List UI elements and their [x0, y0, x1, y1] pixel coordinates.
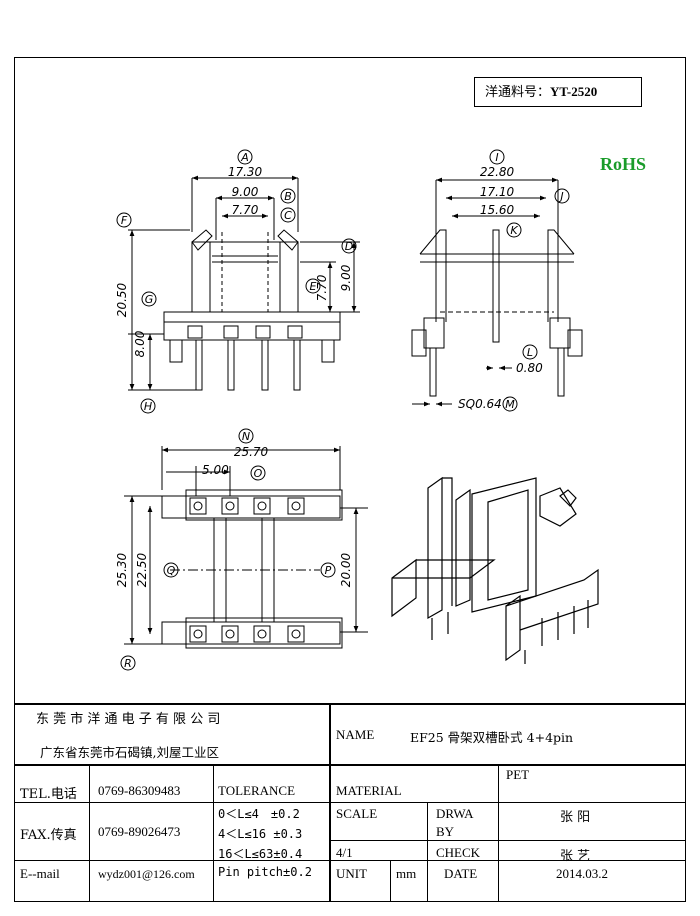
marker-N: N	[238, 428, 254, 444]
dim-Q-a: 25.30	[115, 552, 129, 587]
dim-Q-b: 22.50	[135, 552, 149, 587]
svg-text:J: J	[558, 190, 563, 203]
tolerance-label: TOLERANCE	[218, 783, 296, 798]
dim-B: 9.00	[232, 185, 259, 199]
dim-L: 0.80	[516, 361, 543, 375]
drawn-value: 张 阳	[560, 810, 591, 825]
marker-D: D	[341, 238, 357, 254]
scale-label: SCALE	[336, 806, 378, 821]
marker-P: P	[320, 562, 336, 578]
drawn-label-1: DRWA	[436, 806, 474, 821]
marker-C: C	[280, 207, 296, 223]
part-number-box: 洋通料号：YT-2520	[474, 77, 642, 107]
marker-A: A	[237, 149, 253, 165]
marker-B: B	[280, 188, 296, 204]
front-view	[128, 175, 360, 391]
marker-L: L	[522, 344, 538, 360]
unit-value: mm	[396, 866, 417, 881]
svg-text:O: O	[254, 467, 263, 480]
marker-R: R	[120, 655, 136, 671]
svg-text:C: C	[284, 209, 292, 222]
tolerance-row-3: 16＜L≤63±0.4	[218, 847, 303, 861]
date-value: 2014.03.2	[556, 866, 608, 881]
marker-K: K	[506, 222, 522, 238]
email-value: wydz001@126.com	[98, 867, 195, 881]
date-label: DATE	[444, 866, 478, 881]
svg-text:D: D	[345, 240, 353, 253]
tolerance-row-4: Pin pitch±0.2	[218, 865, 312, 879]
marker-I: I	[489, 149, 505, 165]
dim-G: 8.00	[133, 330, 147, 357]
dim-J: 17.10	[480, 185, 515, 199]
svg-text:P: P	[325, 564, 332, 577]
name-label: NAME	[336, 727, 375, 742]
bottom-view	[124, 446, 368, 649]
pin-holes-bottom	[189, 625, 305, 643]
dim-I: 22.80	[480, 165, 515, 179]
dim-F: 20.50	[115, 282, 129, 317]
email-label: E--mail	[20, 866, 60, 881]
dim-O: 5.00	[202, 463, 229, 477]
dimension-labels: 17.30 9.00 7.70 20.50 8.00 7.70 9.00 22.…	[115, 165, 543, 587]
svg-text:H: H	[144, 400, 152, 413]
unit-label: UNIT	[336, 866, 368, 881]
svg-text:F: F	[121, 214, 128, 227]
marker-Q: Q	[163, 562, 179, 578]
tel-label: TEL.电话	[20, 787, 77, 802]
tolerance-row-2: 4＜L≤16 ±0.3	[218, 827, 303, 841]
dim-P: 20.00	[339, 552, 353, 587]
dim-C: 7.70	[232, 203, 259, 217]
check-value: 张 艺	[560, 849, 591, 864]
svg-text:A: A	[240, 151, 249, 164]
company-address: 广东省东莞市石碣镇,刘屋工业区	[40, 745, 219, 760]
part-number-value: YT-2520	[550, 84, 598, 99]
fax-label: FAX.传真	[20, 828, 77, 843]
company-name: 东 莞 市 洋 通 电 子 有 限 公 司	[36, 712, 221, 727]
rohs-mark: RoHS	[600, 154, 647, 174]
reference-markers: A B C D E F G H I J K L M N O P Q R	[116, 149, 570, 671]
dim-E-a: 7.70	[315, 274, 329, 301]
dim-K: 15.60	[480, 203, 515, 217]
dim-N: 25.70	[234, 445, 269, 459]
svg-text:B: B	[284, 190, 292, 203]
dim-E-b: 9.00	[339, 264, 353, 291]
svg-text:M: M	[505, 398, 515, 411]
pin-holes-top	[189, 497, 305, 515]
fax-value: 0769-89026473	[98, 824, 181, 839]
drawn-label-2: BY	[436, 824, 455, 839]
svg-text:G: G	[145, 293, 154, 306]
marker-M: M	[502, 396, 518, 412]
svg-text:K: K	[510, 224, 518, 237]
part-number-label: 洋通料号：	[485, 85, 551, 100]
tel-value: 0769-86309483	[98, 783, 181, 798]
marker-H: H	[140, 398, 156, 414]
name-value: EF25 骨架双槽卧式 4+4pin	[410, 730, 574, 745]
side-view	[411, 177, 583, 407]
svg-text:N: N	[242, 430, 250, 443]
check-label: CHECK	[436, 845, 481, 860]
svg-text:L: L	[527, 346, 533, 359]
marker-F: F	[116, 212, 132, 228]
svg-text:R: R	[124, 657, 132, 670]
svg-text:I: I	[495, 151, 498, 164]
dim-A: 17.30	[228, 165, 263, 179]
svg-text:E: E	[310, 280, 317, 293]
svg-text:Q: Q	[167, 564, 176, 577]
tolerance-row-1: 0＜L≤4 ±0.2	[218, 807, 300, 821]
marker-G: G	[141, 291, 157, 307]
material-value: PET	[506, 767, 530, 782]
drawing-sheet	[14, 57, 686, 902]
scale-value: 4/1	[336, 845, 353, 860]
material-label: MATERIAL	[336, 783, 402, 798]
marker-E: E	[305, 278, 321, 294]
isometric-view	[391, 476, 599, 664]
marker-J: J	[554, 188, 570, 204]
marker-O: O	[250, 465, 266, 481]
dim-M: SQ0.64	[458, 397, 502, 411]
